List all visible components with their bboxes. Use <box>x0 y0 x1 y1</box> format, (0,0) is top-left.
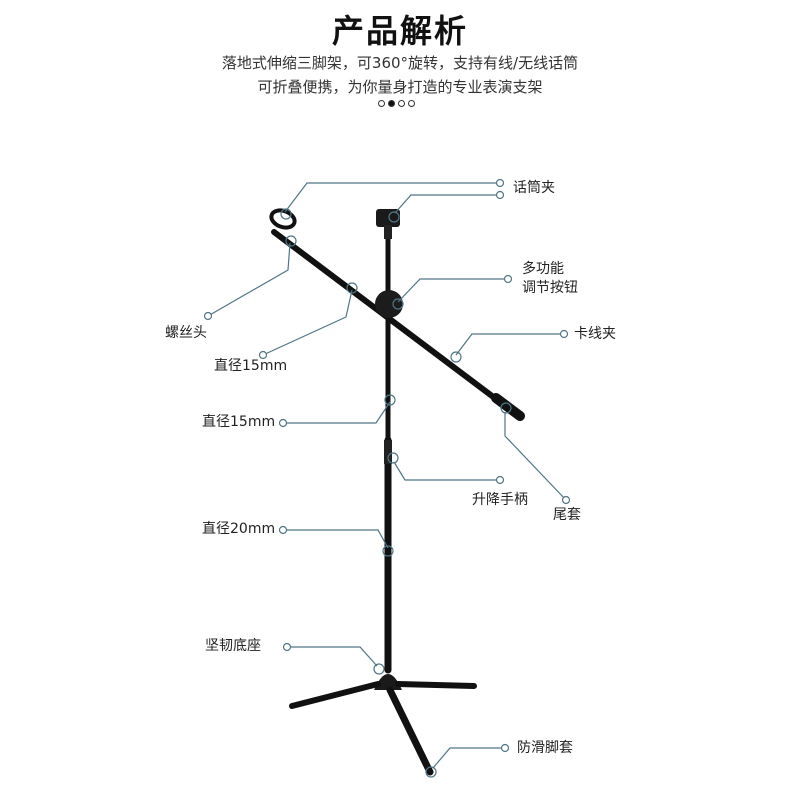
label-screw-head: 螺丝头 <box>165 325 207 341</box>
subtitle-line-1: 落地式伸缩三脚架，可360°旋转，支持有线/无线话筒 <box>221 54 579 72</box>
pager-dot[interactable] <box>408 100 415 107</box>
label-mic-clip: 话筒夹 <box>513 180 555 196</box>
label-lower-pole-diameter: 直径20mm <box>202 521 276 537</box>
label-lift-handle: 升降手柄 <box>472 492 528 508</box>
label-cable-clip: 卡线夹 <box>574 326 616 342</box>
label-upper-pole-diameter: 直径15mm <box>202 414 276 430</box>
subtitle-line-2: 可折叠便携，为你量身打造的专业表演支架 <box>257 78 543 96</box>
leader-lines <box>203 178 571 778</box>
label-foot-cover: 防滑脚套 <box>517 740 573 756</box>
pager-dot-active[interactable] <box>388 100 395 107</box>
mic-stand <box>269 208 525 776</box>
label-base: 坚韧底座 <box>205 638 261 654</box>
label-boom-diameter: 直径15mm <box>214 358 288 374</box>
label-multi-knob-2: 调节按钮 <box>522 280 578 296</box>
label-tail-sleeve: 尾套 <box>553 507 581 523</box>
pager-dots <box>378 100 415 107</box>
pager-dot[interactable] <box>378 100 385 107</box>
label-multi-knob-1: 多功能 <box>522 261 564 277</box>
page-title: 产品解析 <box>331 12 468 50</box>
pager-dot[interactable] <box>398 100 405 107</box>
